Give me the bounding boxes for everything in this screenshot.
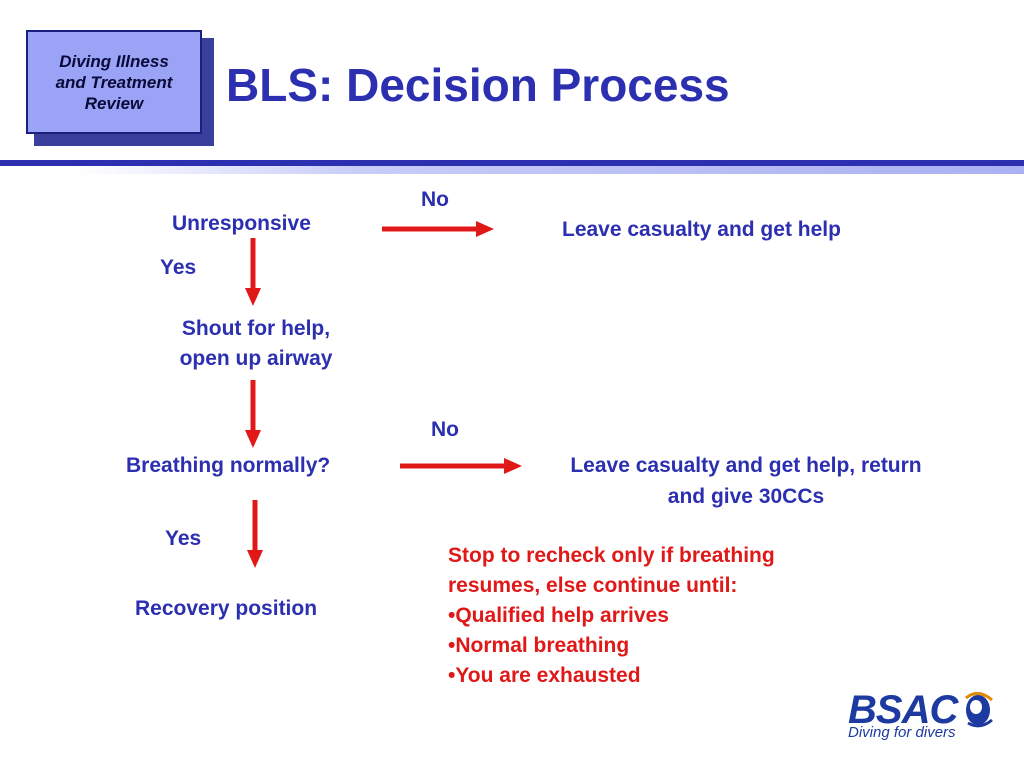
bsac-tagline: Diving for divers xyxy=(848,724,956,741)
badge-line-1: Diving Illness xyxy=(59,51,169,71)
arrow-down-2 xyxy=(245,380,261,448)
leave2-line-2: and give 30CCs xyxy=(667,485,825,508)
note-line-2: resumes, else continue until: xyxy=(448,574,738,597)
leave2-line-1: Leave casualty and get help, return xyxy=(570,454,922,477)
arrow-right-2 xyxy=(400,458,522,474)
arrow-down-3 xyxy=(247,500,263,568)
node-recovery-position: Recovery position xyxy=(135,597,318,620)
page-title: BLS: Decision Process xyxy=(226,59,730,111)
node-leave-casualty: Leave casualty and get help xyxy=(562,218,841,241)
bsac-logo: BSAC xyxy=(848,688,958,732)
badge-line-3: Review xyxy=(84,93,144,113)
label-yes-2: Yes xyxy=(165,527,202,550)
note-line-1: Stop to recheck only if breathing xyxy=(448,544,775,567)
note-bullet: •Qualified help arrives xyxy=(448,604,669,627)
section-badge: Diving Illness and Treatment Review xyxy=(26,30,202,134)
node-shout-for-help: Shout for help, open up airway xyxy=(160,314,352,374)
shout-line-2: open up airway xyxy=(179,347,333,370)
badge-line-2: and Treatment xyxy=(55,72,173,92)
badge-text: Diving Illness and Treatment Review xyxy=(56,51,173,114)
diver-head-icon xyxy=(965,692,993,728)
label-no-2: No xyxy=(431,418,459,441)
node-breathing-normally: Breathing normally? xyxy=(126,454,331,477)
note-bullet: •Normal breathing xyxy=(448,634,630,657)
arrow-right-1 xyxy=(382,221,494,237)
recheck-note: Stop to recheck only if breathing resume… xyxy=(448,541,775,691)
title-divider xyxy=(0,160,1024,166)
shout-line-1: Shout for help, xyxy=(181,317,331,340)
label-no-1: No xyxy=(421,188,449,211)
node-unresponsive: Unresponsive xyxy=(172,212,311,235)
title-divider-gradient xyxy=(75,166,1024,174)
label-yes-1: Yes xyxy=(160,256,197,279)
note-bullet: •You are exhausted xyxy=(448,664,641,687)
arrow-down-1 xyxy=(245,238,261,306)
node-leave-and-return: Leave casualty and get help, return and … xyxy=(530,450,962,512)
